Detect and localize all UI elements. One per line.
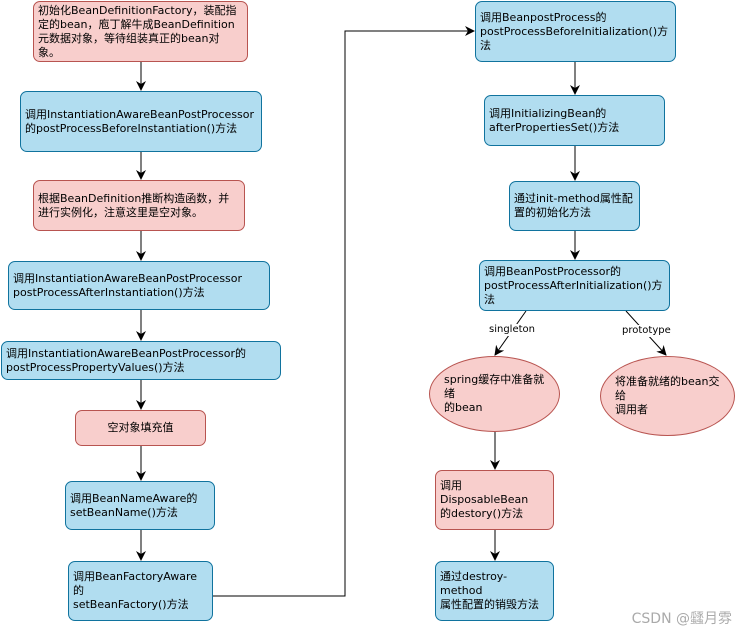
node-label: spring缓存中准备就绪 的bean	[444, 373, 545, 414]
node-label: 空对象填充值	[107, 421, 174, 434]
node-label: 通过destroy-method 属性配置的销毁方法	[440, 570, 539, 611]
post-process-property-values-node: 调用InstantiationAwareBeanPostProcessor的 p…	[1, 341, 281, 380]
hand-bean-to-caller-node: 将准备就绪的bean交给 调用者	[600, 356, 735, 436]
node-label: 调用InstantiationAwareBeanPostProcessor 的p…	[25, 107, 255, 135]
node-label: 调用BeanFactoryAware的 setBeanFactory()方法	[73, 570, 198, 611]
edge-label-singleton: singleton	[487, 324, 537, 336]
post-process-before-instantiation-node: 调用InstantiationAwareBeanPostProcessor 的p…	[20, 91, 262, 152]
edge-label-prototype: prototype	[620, 325, 673, 337]
node-label: 调用BeanpostProcess的 postProcessBeforeInit…	[480, 10, 669, 52]
node-label: 调用InitializingBean的 afterPropertiesSet()…	[489, 106, 620, 134]
node-label: 调用InstantiationAwareBeanPostProcessor的 p…	[6, 346, 247, 374]
arrow-n8-n9	[213, 26, 475, 597]
node-label: 调用DisposableBean 的destory()方法	[440, 479, 529, 520]
node-label: 初始化BeanDefinitionFactory，装配指 定的bean，庖丁解牛…	[38, 3, 237, 59]
spring-cache-ready-bean-node: spring缓存中准备就绪 的bean	[429, 356, 560, 432]
csdn-watermark: CSDN @瓥月雰	[631, 611, 732, 627]
post-process-before-initialization-node: 调用BeanpostProcess的 postProcessBeforeInit…	[475, 1, 676, 62]
post-process-after-initialization-node: 调用BeanPostProcessor的 postProcessAfterIni…	[479, 260, 670, 311]
init-method-node: 通过init-method属性配 置的初始化方法	[509, 181, 640, 231]
instantiate-bean-node: 根据BeanDefinition推断构造函数，并 进行实例化，注意这里是空对象。	[33, 180, 245, 231]
node-label: 通过init-method属性配 置的初始化方法	[514, 192, 633, 219]
post-process-after-instantiation-node: 调用InstantiationAwareBeanPostProcessor po…	[8, 261, 270, 310]
destroy-method-node: 通过destroy-method 属性配置的销毁方法	[435, 561, 554, 621]
bean-factory-aware-node: 调用BeanFactoryAware的 setBeanFactory()方法	[68, 561, 213, 621]
node-label: 调用InstantiationAwareBeanPostProcessor po…	[13, 271, 243, 299]
node-label: 调用BeanNameAware的 setBeanName()方法	[70, 491, 198, 519]
node-label: 根据BeanDefinition推断构造函数，并 进行实例化，注意这里是空对象。	[38, 191, 230, 219]
init-bean-definition-factory-node: 初始化BeanDefinitionFactory，装配指 定的bean，庖丁解牛…	[33, 1, 248, 62]
after-properties-set-node: 调用InitializingBean的 afterPropertiesSet()…	[484, 95, 665, 146]
node-label: 调用BeanPostProcessor的 postProcessAfterIni…	[484, 264, 663, 306]
populate-empty-object-node: 空对象填充值	[75, 410, 206, 446]
disposable-bean-destroy-node: 调用DisposableBean 的destory()方法	[435, 470, 554, 530]
node-label: 将准备就绪的bean交给 调用者	[615, 375, 720, 416]
bean-name-aware-node: 调用BeanNameAware的 setBeanName()方法	[65, 481, 215, 530]
